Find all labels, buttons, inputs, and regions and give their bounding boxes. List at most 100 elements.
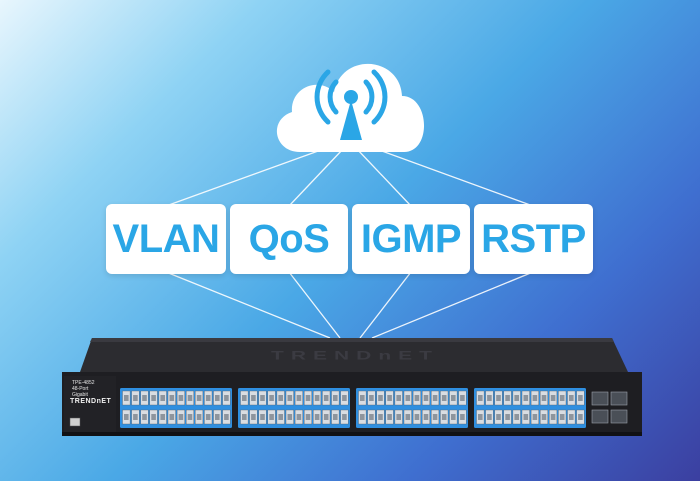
port-socket (432, 395, 438, 401)
port-socket (396, 414, 401, 420)
port-socket (215, 395, 220, 401)
port-socket (559, 395, 565, 401)
port-socket (178, 414, 184, 420)
port-socket (278, 395, 283, 401)
port-socket (360, 395, 365, 401)
port-socket (460, 395, 465, 401)
feature-label: QoS (248, 216, 330, 261)
port-socket (441, 414, 447, 420)
port-socket (496, 395, 501, 401)
model-line: Gigabit (72, 392, 88, 398)
sfp-slot (591, 391, 609, 406)
feature-igmp: IGMP (352, 204, 470, 274)
port-socket (569, 395, 574, 401)
port-socket (387, 414, 392, 420)
port-socket (224, 395, 229, 401)
sfp-slot (591, 409, 609, 424)
port-socket (205, 414, 211, 420)
port-socket (342, 414, 347, 420)
port-socket (151, 395, 156, 401)
feature-label: IGMP (360, 216, 462, 261)
port-socket (487, 395, 492, 401)
port-socket (124, 395, 129, 401)
port-socket (451, 414, 456, 420)
port-socket (305, 414, 311, 420)
port-socket (314, 414, 320, 420)
connection-lines (165, 145, 534, 339)
port-socket (360, 414, 365, 420)
port-socket (242, 414, 247, 420)
port-socket (224, 414, 229, 420)
model-line: 48-Port (72, 386, 89, 392)
model-label: TPE-4852 48-Port Gigabit (72, 380, 95, 398)
port-socket (423, 414, 429, 420)
port-socket (532, 395, 538, 401)
port-socket (333, 414, 338, 420)
feature-label: VLAN (112, 216, 220, 261)
port-socket (169, 395, 175, 401)
port-socket (514, 414, 519, 420)
port-socket (550, 414, 556, 420)
port-socket (187, 395, 193, 401)
port-socket (342, 395, 347, 401)
model-line: TPE-4852 (72, 380, 95, 386)
port-socket (187, 414, 193, 420)
port-socket (314, 395, 320, 401)
port-panel (120, 388, 628, 428)
port-socket (423, 395, 429, 401)
port-socket (514, 395, 519, 401)
port-socket (505, 414, 510, 420)
port-socket (296, 395, 302, 401)
port-socket (178, 395, 184, 401)
port-socket (260, 395, 265, 401)
port-socket (369, 395, 374, 401)
port-socket (523, 414, 529, 420)
port-socket (378, 414, 383, 420)
port-socket (414, 414, 420, 420)
port-socket (451, 395, 456, 401)
port-socket (142, 395, 147, 401)
port-socket (478, 395, 483, 401)
port-socket (414, 395, 420, 401)
wireless-tower-icon (314, 69, 388, 140)
port-socket (196, 395, 202, 401)
port-socket (260, 414, 265, 420)
port-socket (160, 395, 165, 401)
port-socket (142, 414, 147, 420)
port-socket (169, 414, 175, 420)
feature-vlan: VLAN (106, 204, 226, 274)
port-socket (269, 414, 274, 420)
port-socket (478, 414, 483, 420)
port-socket (496, 414, 501, 420)
port-socket (487, 414, 492, 420)
port-socket (323, 395, 329, 401)
port-socket (550, 395, 556, 401)
port-socket (387, 395, 392, 401)
port-socket (287, 395, 293, 401)
port-socket (578, 414, 583, 420)
port-socket (432, 414, 438, 420)
port-socket (405, 395, 411, 401)
port-socket (242, 395, 247, 401)
port-socket (396, 395, 401, 401)
port-socket (133, 414, 138, 420)
port-socket (269, 395, 274, 401)
port-socket (205, 395, 211, 401)
switch-top-logo: TRENDnET (271, 349, 439, 363)
port-socket (505, 395, 510, 401)
port-socket (569, 414, 574, 420)
port-socket (523, 395, 529, 401)
port-socket (405, 414, 411, 420)
port-socket (124, 414, 129, 420)
port-socket (578, 395, 583, 401)
switch-front-logo: TRENDnET (70, 398, 112, 405)
port-socket (251, 414, 256, 420)
port-socket (369, 414, 374, 420)
port-socket (305, 395, 311, 401)
port-socket (441, 395, 447, 401)
port-socket (251, 395, 256, 401)
port-socket (532, 414, 538, 420)
port-socket (460, 414, 465, 420)
